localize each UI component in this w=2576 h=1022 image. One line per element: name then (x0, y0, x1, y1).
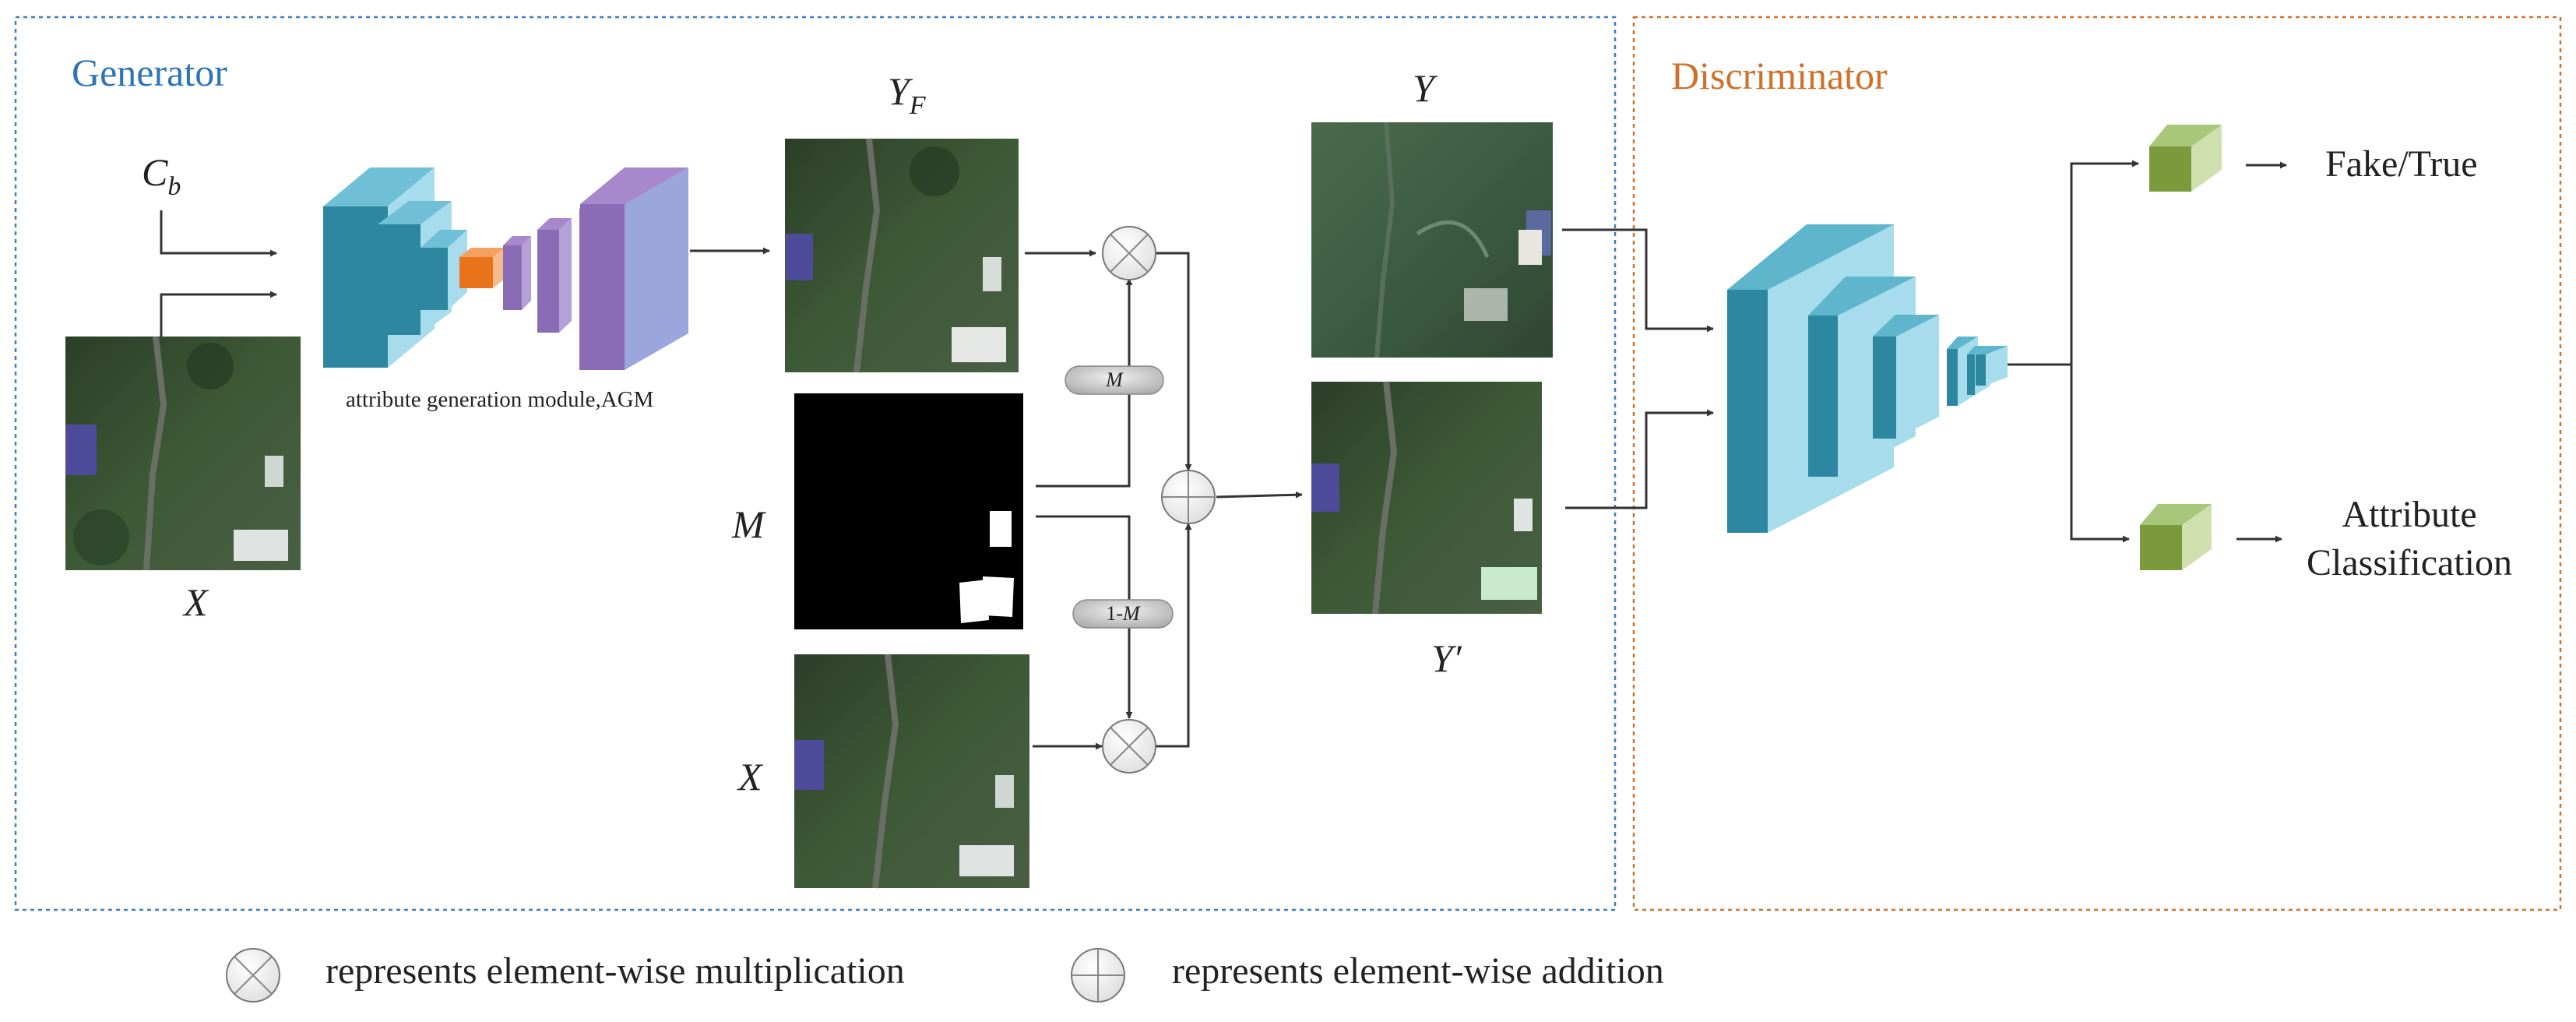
legend-multiply: represents element-wise multiplication (226, 948, 905, 1003)
m-pill-text: M (1105, 368, 1124, 391)
generated-image-yf (785, 138, 1019, 373)
encoder-layer-3 (421, 230, 467, 310)
attribute-label-line1: Attribute (2342, 494, 2476, 535)
add-to-yprime-arrow (1216, 491, 1303, 499)
inv-m-pill-text: 1-M (1106, 602, 1141, 625)
real-image-y (1311, 122, 1553, 358)
agm-label: attribute generation module,AGM (346, 387, 653, 412)
disc-layer-6 (1976, 346, 2008, 386)
multiply-circle-icon (1102, 226, 1156, 280)
condition-label: Cb (142, 150, 181, 201)
yprime-label: Y′ (1431, 636, 1462, 680)
composited-image-yprime (1311, 381, 1542, 615)
input-x-label: X (182, 580, 209, 624)
to-attribute-arrow (2070, 365, 2130, 543)
y-to-disc-arrow (1562, 228, 1714, 333)
fake-true-output-cube (2149, 125, 2222, 192)
condition-arrow (160, 210, 277, 257)
input-arrow (160, 291, 277, 337)
agm-block (323, 167, 688, 370)
attribute-label-line2: Classification (2307, 542, 2512, 583)
mask-image-m (794, 393, 1023, 629)
decoder-layer-1 (503, 236, 531, 310)
disc-layer-3 (1873, 315, 1939, 439)
add-circle-icon (1071, 948, 1125, 1003)
bottleneck-block (459, 248, 505, 288)
legend-add: represents element-wise addition (1071, 948, 1664, 1003)
mult2-to-add-arrow (1156, 523, 1192, 748)
legend-add-text: represents element-wise addition (1172, 950, 1664, 992)
discriminator-network (1727, 224, 2008, 533)
mask-to-mult1-arrow (1036, 278, 1133, 488)
mask-label: M (731, 502, 766, 546)
fake-true-label: Fake/True (2325, 143, 2478, 185)
input-x2-label: X (737, 755, 764, 798)
mask-to-mult2-arrow (1036, 515, 1133, 719)
multiply-circle-icon (226, 948, 280, 1003)
yprime-to-disc-arrow (1565, 409, 1714, 509)
yf-label: YF (888, 69, 927, 120)
mult1-to-add-arrow (1156, 252, 1192, 471)
generator-title: Generator (72, 51, 227, 94)
legend-multiply-text: represents element-wise multiplication (326, 950, 905, 992)
yf-main: Y (888, 69, 913, 113)
m-pill: M (1065, 365, 1164, 395)
decoder-layer-2 (537, 218, 572, 333)
decoder-layer-4 (580, 167, 688, 370)
attribute-output-cube (2140, 504, 2212, 570)
input-image-x2 (794, 654, 1029, 889)
discriminator-title: Discriminator (1671, 54, 1888, 97)
multiply-circle-icon (1102, 719, 1156, 774)
condition-main: C (142, 150, 168, 194)
add-circle-icon (1161, 470, 1216, 524)
to-fake-true-arrow (2070, 160, 2139, 365)
y-label: Y (1413, 66, 1438, 110)
condition-sub: b (167, 172, 181, 201)
yf-sub: F (909, 91, 927, 120)
input-image-x (65, 336, 301, 571)
discriminator-panel (1632, 16, 2562, 911)
inv-m-pill: 1-M (1072, 599, 1174, 629)
